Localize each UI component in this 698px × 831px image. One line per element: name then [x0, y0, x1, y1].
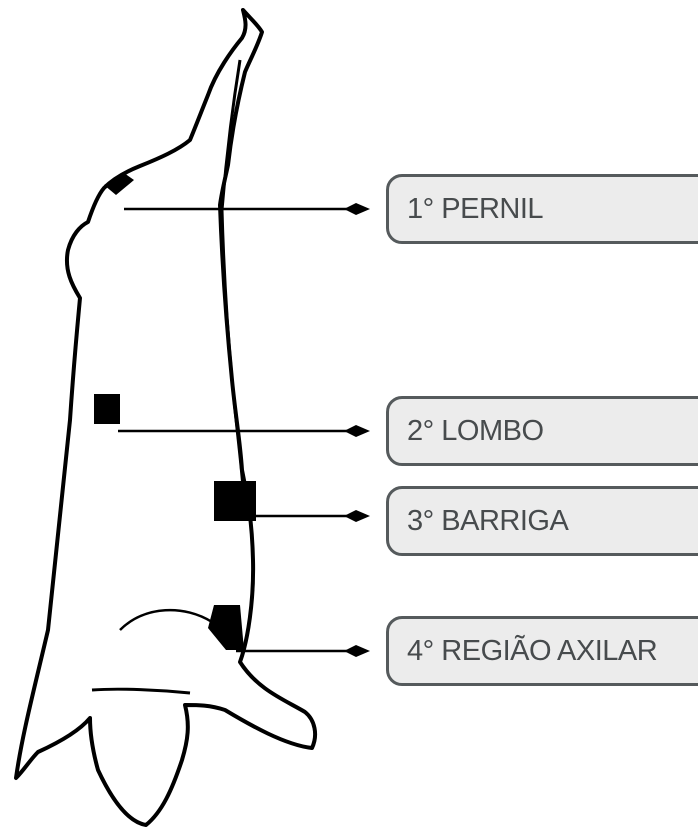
carcass-outline — [16, 10, 315, 825]
label-barriga-text: 3° BARRIGA — [407, 505, 568, 538]
label-lombo: 2° LOMBO — [386, 396, 698, 466]
label-pernil: 1° PERNIL — [386, 174, 698, 244]
marker-lombo — [94, 394, 120, 424]
diamond-lombo — [344, 425, 370, 437]
label-pernil-text: 1° PERNIL — [407, 193, 543, 226]
label-axilar-text: 4° REGIÃO AXILAR — [407, 635, 657, 668]
label-lombo-text: 2° LOMBO — [407, 415, 544, 448]
label-axilar: 4° REGIÃO AXILAR — [386, 616, 698, 686]
diamond-axilar — [344, 645, 370, 657]
diamond-barriga — [344, 510, 370, 522]
diamond-pernil — [344, 203, 370, 215]
marker-barriga — [214, 481, 256, 521]
label-barriga: 3° BARRIGA — [386, 486, 698, 556]
